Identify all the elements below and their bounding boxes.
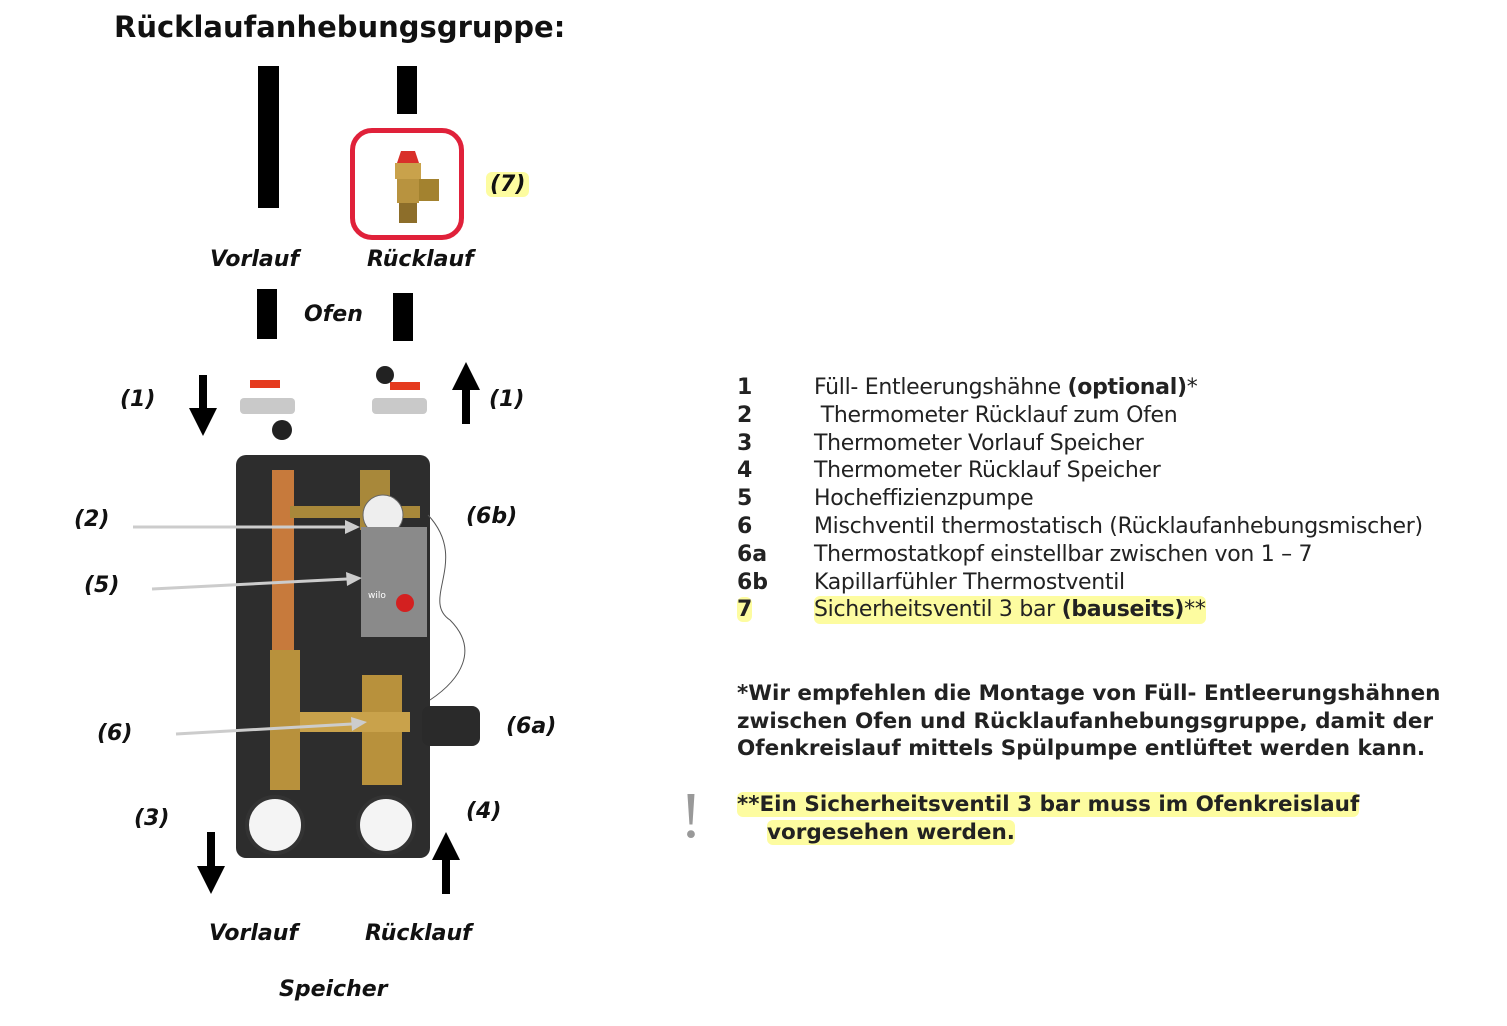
arrow-down-icon [197, 832, 225, 894]
legend-item: 5 Hocheffizienzpumpe [737, 485, 1423, 513]
ball-valve-left [240, 380, 295, 440]
callout-7: (7) [486, 172, 530, 197]
device-illustration: wilo [133, 362, 480, 894]
legend-item: 6a Thermostatkopf einstellbar zwischen vo… [737, 541, 1423, 569]
legend-num: 5 [737, 486, 753, 512]
pump-brand: wilo [368, 591, 386, 601]
pipe-ruecklauf-mid [393, 293, 413, 341]
legend-num: 1 [737, 375, 753, 400]
label-vorlauf-bottom: Vorlauf [209, 921, 299, 946]
legend-item: 7 Sicherheitsventil 3 bar (bauseits)** [737, 596, 1423, 625]
footnote-line: Ofenkreislauf mittels Spülpumpe entlüfte… [737, 736, 1426, 761]
callout-1-left: (1) [120, 387, 156, 412]
label-speicher: Speicher [279, 977, 388, 1002]
legend-num: 2 [737, 402, 753, 428]
label-vorlauf-top: Vorlauf [210, 247, 300, 272]
footnote-line: *Wir empfehlen die Montage von Füll- Ent… [737, 681, 1441, 706]
callout-5: (5) [84, 573, 120, 598]
warning-line: **Ein Sicherheitsventil 3 bar muss im Of… [737, 792, 1360, 817]
legend-text: Thermometer Vorlauf Speicher [814, 430, 1144, 456]
legend-text: Thermometer Rücklauf zum Ofen [814, 402, 1178, 428]
legend-text: Thermometer Rücklauf Speicher [814, 458, 1161, 484]
legend-item: 6 Mischventil thermostatisch (Rücklaufanh… [737, 513, 1423, 541]
legend-text: Sicherheitsventil 3 bar (bauseits)** [814, 596, 1206, 625]
legend-text: Füll- Entleerungshähne (optional)* [814, 375, 1198, 400]
callout-4: (4) [466, 799, 502, 824]
legend-text: Hocheffizienzpumpe [814, 486, 1034, 512]
label-ofen: Ofen [304, 302, 363, 327]
legend-num: 6a [737, 541, 768, 567]
arrow-down-icon [189, 375, 217, 436]
arrow-up-icon [432, 832, 460, 894]
legend-item: 3 Thermometer Vorlauf Speicher [737, 430, 1423, 458]
label-ruecklauf-bottom: Rücklauf [365, 921, 472, 946]
warning-line: vorgesehen werden. [767, 819, 1015, 845]
legend-num: 6 [737, 513, 753, 539]
legend-item: 2 Thermometer Rücklauf zum Ofen [737, 402, 1423, 430]
warning-note: **Ein Sicherheitsventil 3 bar muss im Of… [737, 791, 1360, 846]
exclamation-icon: ! [680, 779, 702, 852]
legend-num: 3 [737, 430, 753, 456]
callout-6a: (6a) [506, 714, 557, 739]
legend-item: 4 Thermometer Rücklauf Speicher [737, 457, 1423, 485]
ball-valve-right [372, 366, 427, 414]
safety-valve-image [395, 151, 439, 223]
legend-num: 6b [737, 569, 769, 595]
legend-list: 1 Füll- Entleerungshähne (optional)* 2 Th… [737, 374, 1423, 625]
pipe-ruecklauf-top [397, 66, 417, 114]
legend-text: Thermostatkopf einstellbar zwischen von … [814, 541, 1313, 567]
safety-valve-frame [350, 128, 464, 240]
legend-num: 4 [737, 458, 753, 484]
legend-text: Mischventil thermostatisch (Rücklaufanhe… [814, 513, 1423, 539]
legend-num: 7 [737, 597, 753, 623]
callout-1-right: (1) [489, 387, 525, 412]
callout-6: (6) [97, 721, 133, 746]
footnote: *Wir empfehlen die Montage von Füll- Ent… [737, 680, 1441, 763]
legend-text: Kapillarfühler Thermostventil [814, 569, 1125, 595]
legend-item: 1 Füll- Entleerungshähne (optional)* [737, 374, 1423, 402]
pipe-vorlauf-top [258, 66, 279, 208]
callout-2: (2) [74, 507, 110, 532]
pipe-vorlauf-mid [257, 289, 277, 339]
callout-3: (3) [134, 806, 170, 831]
arrow-up-icon [452, 362, 480, 424]
page-title: Rücklaufanhebungsgruppe: [114, 10, 566, 44]
label-ruecklauf-top: Rücklauf [367, 247, 474, 272]
callout-6b: (6b) [466, 504, 518, 529]
legend-item: 6b Kapillarfühler Thermostventil [737, 569, 1423, 597]
footnote-line: zwischen Ofen und Rücklaufanhebungsgrupp… [737, 708, 1434, 734]
